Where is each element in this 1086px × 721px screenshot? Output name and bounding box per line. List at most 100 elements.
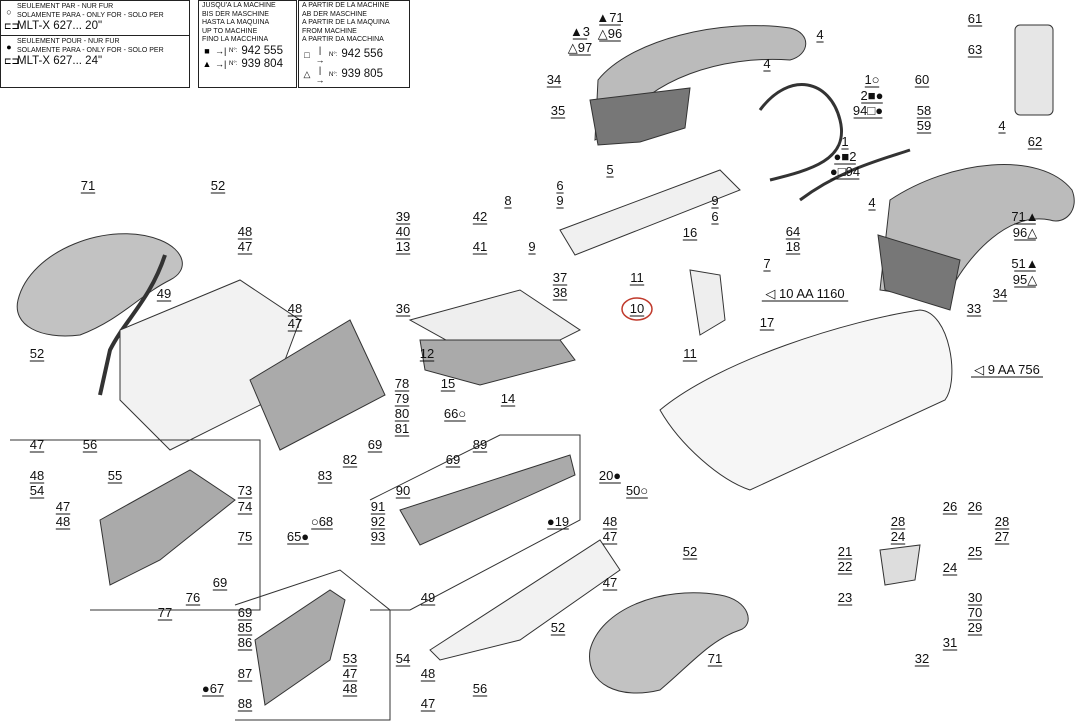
part-number: 54 — [30, 483, 44, 498]
part-callout: 40 — [396, 224, 410, 240]
part-callout: ●19 — [547, 514, 569, 530]
part-number: 42 — [473, 209, 487, 224]
part-number: 89 — [473, 437, 487, 452]
part-callout: 54 — [396, 651, 410, 667]
part-callout: 82 — [343, 452, 357, 468]
part-callout: 33 — [967, 301, 981, 317]
part-number: 90 — [396, 483, 410, 498]
part-number: 18 — [786, 239, 800, 254]
part-callout: 56 — [473, 681, 487, 697]
part-callout: 4 — [816, 27, 824, 43]
part-number: 48 — [603, 514, 617, 529]
part-number: 47 — [603, 529, 617, 544]
part-callout: 47 — [343, 666, 357, 682]
part-number: 28 — [891, 514, 905, 529]
part-callout: 22 — [838, 559, 852, 575]
part-number: 9 — [711, 193, 718, 208]
part-number: 31 — [943, 635, 957, 650]
part-number: 23 — [838, 590, 852, 605]
part-callout: 23 — [838, 590, 852, 606]
part-number: 47 — [238, 239, 252, 254]
part-number: 91 — [371, 499, 385, 514]
part-callout: 83 — [318, 468, 332, 484]
arrow-up-to-icon: →| — [215, 46, 227, 56]
serial-prefix: N°: — [329, 51, 338, 58]
part-number: 58 — [917, 103, 931, 118]
part-callout: 13 — [396, 239, 410, 255]
arrow-from-icon: |→ — [315, 44, 325, 65]
part-number: 17 — [760, 315, 774, 330]
part-callout: 52 — [30, 346, 44, 362]
part-callout: 21 — [838, 544, 852, 560]
part-callout: 47 — [238, 239, 252, 255]
legend-text: FINO LA MACCHINA — [202, 36, 269, 43]
part-number: 22 — [838, 559, 852, 574]
part-callout: 52 — [683, 544, 697, 560]
legend-text: SOLAMENTE PARA - ONLY FOR - SOLO PER — [17, 11, 164, 19]
part-callout: 1○ — [864, 72, 880, 88]
part-callout: 59 — [917, 118, 931, 134]
part-number: △97 — [568, 40, 592, 55]
seal-strip-left — [98, 254, 167, 396]
part-number: 24 — [891, 529, 905, 544]
part-number: 77 — [158, 605, 172, 620]
part-callout: 75 — [238, 529, 252, 545]
part-number: 71 — [708, 651, 722, 666]
part-callout: 48 — [421, 666, 435, 682]
part-number: 76 — [186, 590, 200, 605]
part-number: 47 — [421, 696, 435, 711]
side-panel-large — [249, 319, 386, 451]
part-number: 16 — [683, 225, 697, 240]
filled-square-icon: ■ — [204, 46, 210, 56]
part-number: 26 — [968, 499, 982, 514]
part-callout: 30 — [968, 590, 982, 606]
part-number: △96 — [598, 26, 622, 41]
part-callout: 11 — [629, 270, 645, 286]
bracket-square-icon: ⊏⊐ — [4, 21, 20, 31]
part-number: 21 — [838, 544, 852, 559]
legend-text: SEULEMENT POUR - NUR FUR — [17, 38, 120, 45]
mirror — [1014, 24, 1054, 116]
group-frame-bottom — [234, 569, 391, 721]
serial-number: 942 555 — [241, 44, 283, 57]
part-callout: 4 — [868, 195, 876, 211]
part-callout: ▲71 — [596, 10, 624, 26]
part-callout: 2■● — [861, 88, 884, 104]
part-number: 27 — [995, 529, 1009, 544]
part-callout: 6 — [711, 209, 719, 225]
legend-text: UP TO MACHINE — [202, 27, 258, 35]
part-callout: 5 — [606, 162, 614, 178]
part-callout: 48 — [343, 681, 357, 697]
part-callout: 91 — [371, 499, 385, 515]
part-callout: 85 — [238, 620, 252, 636]
part-number: 65● — [287, 529, 309, 544]
part-callout: 34 — [547, 72, 561, 88]
serial-prefix: N°: — [329, 71, 338, 78]
part-callout: 65● — [287, 529, 309, 545]
part-callout: 51▲ — [1011, 256, 1039, 272]
part-number: 48 — [343, 681, 357, 696]
part-callout: 78 — [395, 376, 409, 392]
part-number: 74 — [238, 499, 252, 514]
part-callout: 4 — [763, 56, 771, 72]
part-number: 7 — [763, 256, 770, 271]
part-number: 48 — [288, 301, 302, 316]
part-number: 52 — [211, 178, 225, 193]
open-triangle-icon: △ — [303, 69, 311, 79]
part-callout: 71▲ — [1011, 209, 1039, 225]
small-bracket — [879, 544, 921, 586]
mudguard-top-center — [594, 25, 807, 141]
part-callout: 28 — [995, 514, 1009, 530]
legend-text: SEULEMENT PAR - NUR FUR — [17, 3, 114, 10]
highlight-circle — [621, 297, 653, 321]
part-number: 34 — [993, 286, 1007, 301]
part-number: 2■● — [861, 88, 884, 103]
part-callout: 73 — [238, 483, 252, 499]
part-number: 94□● — [853, 103, 883, 118]
part-number: 20● — [599, 468, 621, 483]
part-callout: 66○ — [444, 406, 466, 422]
part-callout: 53 — [343, 651, 357, 667]
part-callout: 39 — [396, 209, 410, 225]
part-number: 71▲ — [1011, 209, 1038, 224]
part-callout: ◁ 10 AA 1160 — [761, 286, 849, 302]
